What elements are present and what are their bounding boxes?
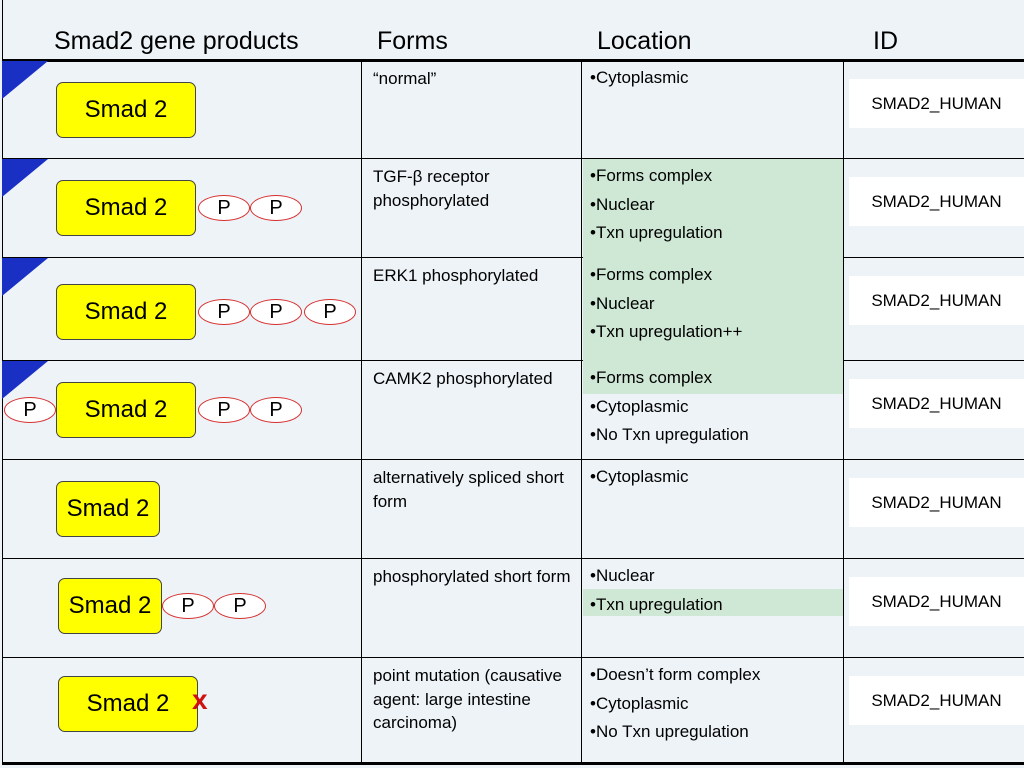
phosphate-group: P xyxy=(198,299,250,325)
point-mutation-mark: x xyxy=(192,684,208,715)
header-forms: Forms xyxy=(377,27,448,55)
phosphate-group: P xyxy=(162,593,214,619)
row-divider xyxy=(2,360,1024,361)
forms-cell: phosphorylated short form xyxy=(373,567,571,586)
corner-triangle xyxy=(2,61,48,99)
forms-cell: “normal” xyxy=(373,69,437,88)
location-highlight xyxy=(583,361,843,394)
smad2-protein-box: Smad 2 xyxy=(56,481,160,537)
location-item: •Txn upregulation++ xyxy=(590,322,743,341)
location-cell: •Doesn’t form complex •Cytoplasmic •No Txn… xyxy=(590,661,760,747)
phosphate-group: P xyxy=(198,195,250,221)
id-cell: SMAD2_HUMAN xyxy=(849,177,1024,226)
smad2-protein-box: Smad 2 xyxy=(56,284,196,340)
location-cell: •Cytoplasmic xyxy=(590,463,689,492)
row-divider xyxy=(2,257,1024,258)
header-products: Smad2 gene products xyxy=(54,27,299,55)
phosphate-group: P xyxy=(304,299,356,325)
smad2-protein-box: Smad 2 xyxy=(58,676,198,732)
row-divider xyxy=(2,558,1024,559)
location-item: •Doesn’t form complex xyxy=(590,665,761,684)
id-cell: SMAD2_HUMAN xyxy=(849,478,1024,527)
phosphate-group: P xyxy=(250,299,302,325)
location-item: •Forms complex xyxy=(590,265,713,284)
phosphate-group: P xyxy=(250,397,302,423)
col-divider-forms xyxy=(361,61,362,762)
table-bottom-border xyxy=(2,762,1024,765)
location-item: •Nuclear xyxy=(590,566,655,585)
location-cell: •Cytoplasmic xyxy=(590,64,689,93)
smad2-protein-box: Smad 2 xyxy=(56,180,196,236)
row-divider xyxy=(2,158,1024,159)
location-item: •No Txn upregulation xyxy=(590,425,749,444)
left-border xyxy=(2,61,3,762)
forms-cell: CAMK2 phosphorylated xyxy=(373,369,553,388)
location-cell: •Nuclear •Txn upregulation xyxy=(590,562,723,619)
id-cell: SMAD2_HUMAN xyxy=(849,379,1024,428)
corner-triangle xyxy=(2,159,48,197)
id-cell: SMAD2_HUMAN xyxy=(849,676,1024,725)
corner-triangle xyxy=(2,258,48,296)
forms-cell: TGF-β receptor phosphorylated xyxy=(373,167,490,210)
row-divider xyxy=(2,657,1024,658)
location-item: •Cytoplasmic xyxy=(590,693,689,713)
smad2-protein-box: Smad 2 xyxy=(56,382,196,438)
location-item: •Cytoplasmic xyxy=(590,68,689,87)
header-id: ID xyxy=(873,27,898,55)
header-location: Location xyxy=(597,27,692,55)
id-cell: SMAD2_HUMAN xyxy=(849,79,1024,128)
location-cell: •Forms complex •Nuclear •Txn upregulation xyxy=(590,162,723,248)
phosphate-group: P xyxy=(214,593,266,619)
location-item: •Cytoplasmic xyxy=(590,396,689,416)
phosphate-group: P xyxy=(250,195,302,221)
smad2-protein-box: Smad 2 xyxy=(56,82,196,138)
location-item: •Txn upregulation xyxy=(590,594,723,614)
location-item: •Nuclear xyxy=(590,293,655,313)
top-left-border xyxy=(2,0,3,61)
phosphate-group-n-terminal: P xyxy=(4,397,56,423)
col-divider-location xyxy=(581,61,582,762)
smad2-protein-box: Smad 2 xyxy=(58,578,162,634)
phosphate-group: P xyxy=(198,397,250,423)
id-cell: SMAD2_HUMAN xyxy=(849,577,1024,626)
location-item: •Txn upregulation xyxy=(590,223,723,242)
location-highlight xyxy=(583,258,843,361)
location-cell: •Forms complex •Nuclear •Txn upregulation+… xyxy=(590,261,742,347)
table-row: Smad 2 alternatively spliced short form •C… xyxy=(0,460,1024,559)
corner-triangle xyxy=(2,361,48,399)
location-highlight xyxy=(583,159,843,258)
col-divider-id xyxy=(843,61,844,762)
forms-cell: alternatively spliced short form xyxy=(373,468,564,511)
location-item: •Forms complex xyxy=(590,368,713,387)
location-item: •Forms complex xyxy=(590,166,713,185)
location-item: •No Txn upregulation xyxy=(590,722,749,741)
location-cell: •Forms complex •Cytoplasmic •No Txn upregu… xyxy=(590,364,749,450)
forms-cell: point mutation (causative agent: large i… xyxy=(373,666,562,732)
id-cell: SMAD2_HUMAN xyxy=(849,276,1024,325)
location-item: •Cytoplasmic xyxy=(590,467,689,486)
row-divider xyxy=(2,459,1024,460)
location-highlight xyxy=(583,589,843,616)
location-item: •Nuclear xyxy=(590,194,655,214)
header-divider xyxy=(2,59,1024,62)
forms-cell: ERK1 phosphorylated xyxy=(373,266,539,285)
